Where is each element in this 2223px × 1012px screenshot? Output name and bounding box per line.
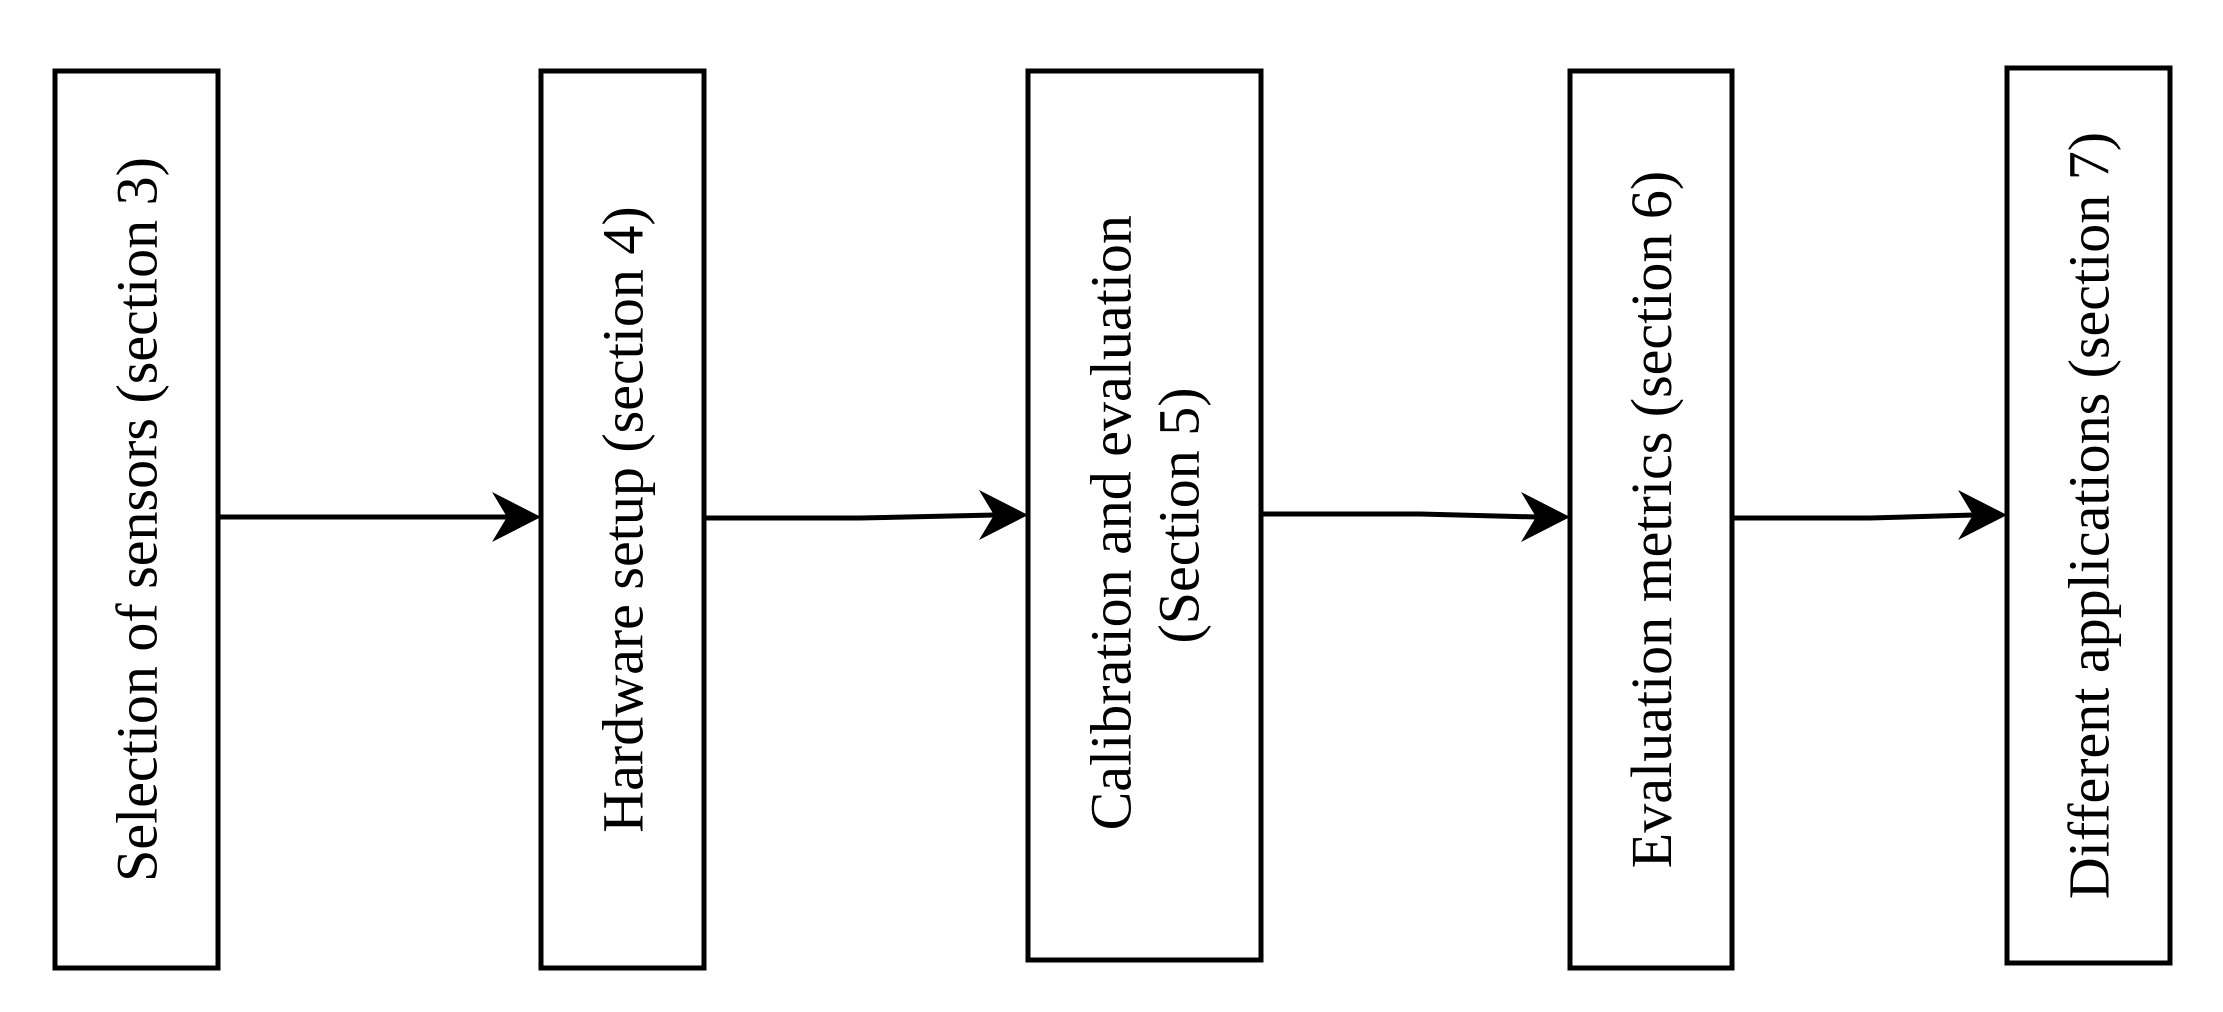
- step-box-applications: Different applications (section 7): [2004, 65, 2173, 966]
- arrow-hardware-to-calibration: [704, 490, 1028, 540]
- arrow-metrics-to-applications: [1732, 490, 2007, 540]
- arrow-calibration-to-metrics: [1261, 492, 1570, 542]
- step-box-sensor-selection: Selection of sensors (section 3): [52, 68, 221, 971]
- step-label-sensor-selection: Selection of sensors (section 3): [104, 157, 169, 882]
- step-label-applications: Different applications (section 7): [2056, 132, 2121, 899]
- step-label-hardware-setup: Hardware setup (section 4): [590, 206, 655, 832]
- step-label-calibration: Calibration and evaluation (Section 5): [1078, 201, 1211, 831]
- step-box-evaluation-metrics: Evaluation metrics (section 6): [1567, 68, 1735, 971]
- step-label-evaluation-metrics: Evaluation metrics (section 6): [1619, 171, 1684, 868]
- arrow-sensors-to-hardware: [218, 492, 541, 542]
- step-box-hardware-setup: Hardware setup (section 4): [538, 68, 707, 971]
- step-box-calibration: Calibration and evaluation (Section 5): [1025, 68, 1264, 963]
